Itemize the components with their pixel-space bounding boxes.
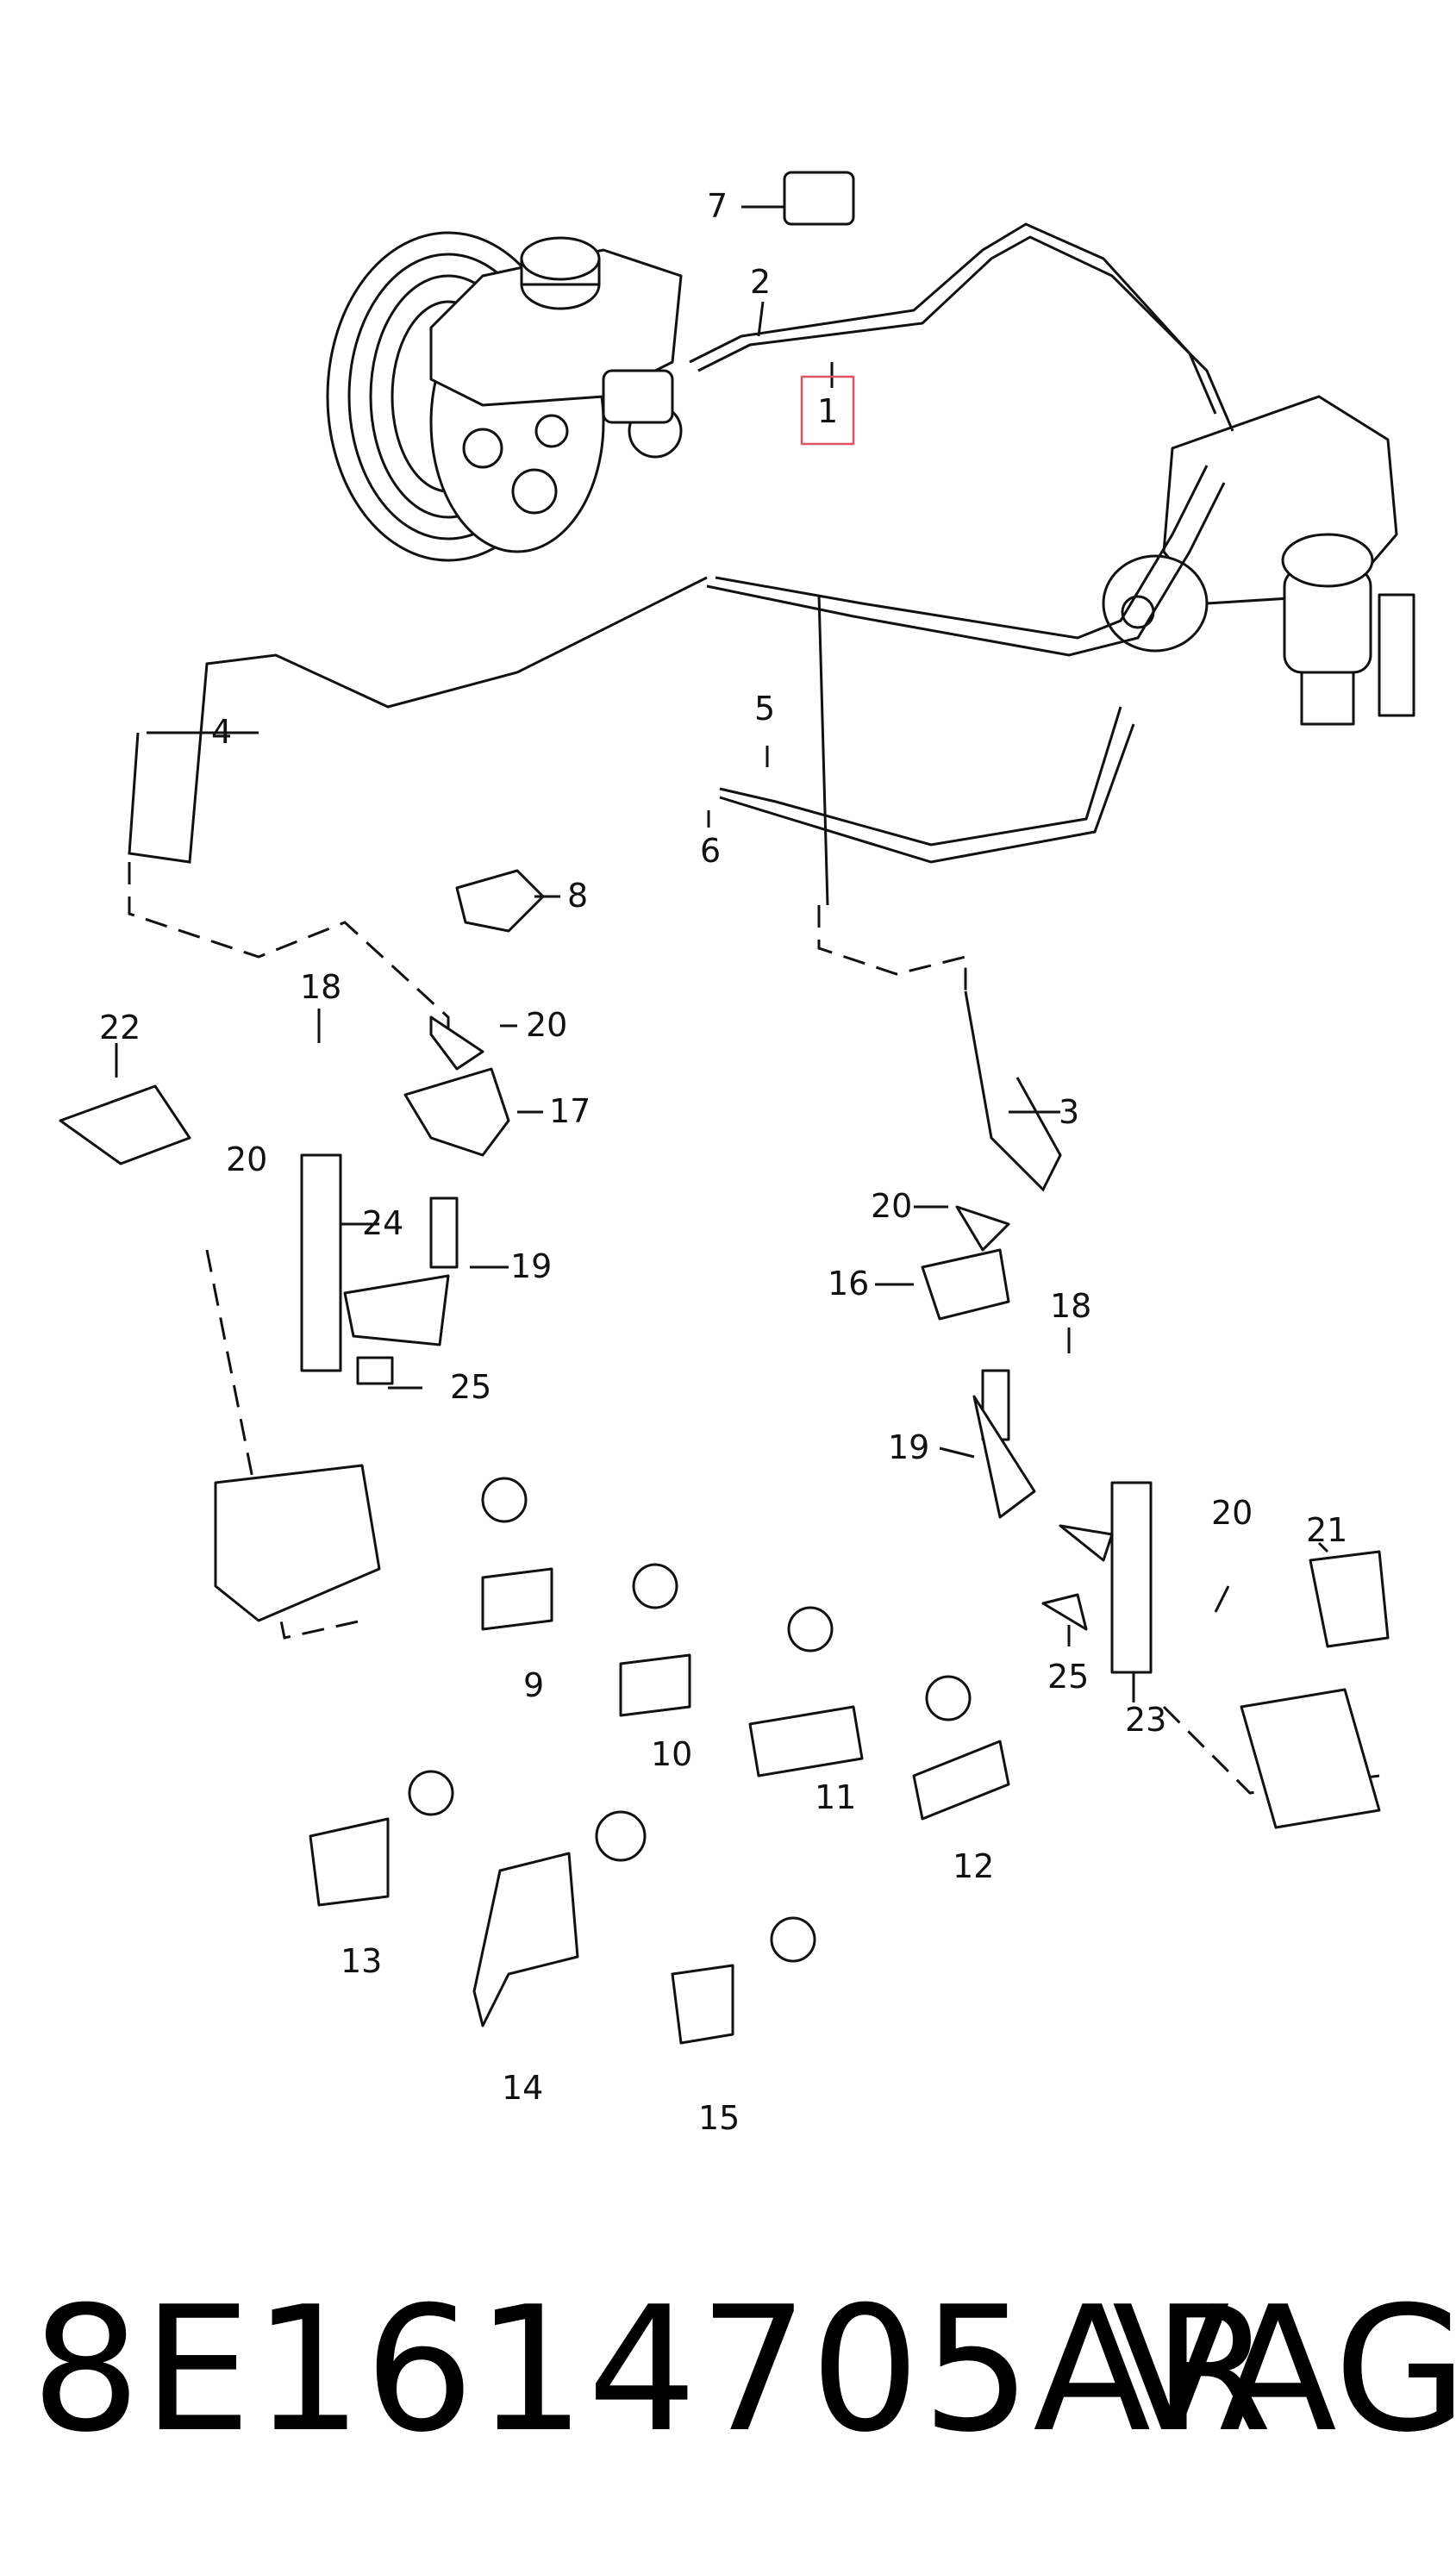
callout-16: 16	[828, 1265, 869, 1303]
callout-13: 13	[341, 1942, 382, 1980]
callout-20-top: 20	[526, 1006, 567, 1044]
callout-3: 3	[1059, 1093, 1079, 1131]
callout-20-lower: 20	[1211, 1494, 1253, 1532]
master-cylinder-reservoir	[429, 236, 683, 459]
callout-12: 12	[953, 1847, 994, 1885]
callout-7: 7	[707, 187, 728, 225]
callout-22: 22	[99, 1009, 141, 1046]
callout-8: 8	[567, 877, 588, 915]
callout-20-right: 20	[871, 1187, 912, 1225]
callout-5: 5	[754, 690, 775, 728]
callout-23: 23	[1125, 1701, 1166, 1739]
callout-20-left: 20	[226, 1140, 267, 1178]
callout-9: 9	[523, 1666, 544, 1704]
brand-label: VAG	[1112, 2270, 1456, 2471]
callout-25-right: 25	[1047, 1658, 1089, 1696]
callout-15: 15	[698, 2099, 740, 2137]
callout-19-right: 19	[888, 1428, 929, 1466]
brake-lines	[128, 222, 1234, 1192]
callout-10: 10	[651, 1735, 692, 1773]
exploded-parts-diagram: 1 2 3 4 5 6 7 8 9 10 11 12 13 14 15 16 1…	[59, 171, 1415, 2137]
highlight-box	[800, 375, 855, 446]
callout-11: 11	[815, 1778, 856, 1816]
callout-17: 17	[549, 1092, 591, 1130]
abs-hydraulic-unit	[1102, 395, 1415, 726]
hardware-parts	[59, 171, 1390, 2045]
callout-19-left: 19	[510, 1247, 552, 1285]
callout-14: 14	[502, 2069, 543, 2107]
leader-lines	[115, 205, 1329, 1702]
part-number: 8E1614705AR	[31, 2270, 1275, 2471]
callout-18-right: 18	[1050, 1287, 1091, 1325]
callout-labels: 1 2 3 4 5 6 7 8 9 10 11 12 13 14 15 16 1…	[99, 187, 1347, 2137]
callout-25-left: 25	[450, 1368, 491, 1406]
callout-4: 4	[211, 713, 232, 751]
callout-2: 2	[750, 263, 771, 301]
callout-18-left: 18	[300, 968, 341, 1006]
callout-1: 1	[817, 392, 838, 430]
callout-24: 24	[362, 1204, 403, 1242]
callout-21: 21	[1306, 1511, 1347, 1549]
callout-6: 6	[700, 832, 721, 870]
